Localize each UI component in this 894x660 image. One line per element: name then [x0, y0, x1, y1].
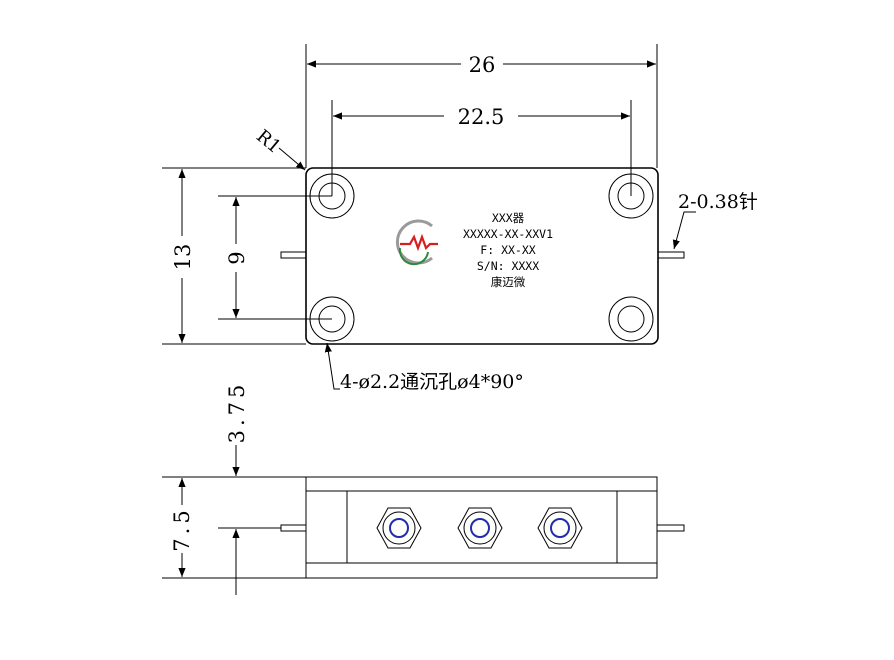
callout-corner-radius: R1: [252, 126, 306, 171]
connector-3: [537, 507, 583, 549]
dimension-value: 3.75: [225, 381, 249, 444]
logo-mark: [400, 233, 438, 252]
dimension-value: 26: [469, 53, 496, 77]
dimension-side-top: 3.75: [218, 381, 281, 595]
dimension-value: 9: [225, 251, 249, 264]
callout-text: 2-0.38针: [678, 191, 758, 213]
dimension-value: 13: [171, 244, 195, 271]
pin-right: [657, 251, 685, 259]
top-view: XXX器 XXXXX-XX-XXV1 F: XX-XX S/N: XXXX 康迈…: [162, 44, 758, 393]
label-line-3: F: XX-XX: [480, 243, 535, 257]
dimension-value: 7.5: [170, 506, 194, 551]
callout-text: R1: [252, 126, 285, 158]
dimension-hole-pitch-y: 9: [218, 195, 332, 320]
label-line-4: S/N: XXXX: [477, 259, 539, 273]
pin-left-side: [280, 524, 307, 532]
callout-text: 4-ø2.2通沉孔ø4*90°: [340, 371, 524, 393]
dimension-side-height: 7.5: [162, 476, 306, 579]
dimension-hole-pitch-x: 22.5: [331, 100, 632, 196]
label-line-5: 康迈微: [491, 275, 526, 289]
callout-holes: 4-ø2.2通沉孔ø4*90°: [324, 342, 524, 393]
connector-1: [376, 507, 422, 549]
mounting-hole-br: [608, 296, 654, 342]
callout-pin: 2-0.38针: [672, 191, 758, 250]
side-view: 7.5 3.75: [162, 381, 685, 595]
label-line-1: XXX器: [492, 211, 525, 225]
dimension-overall-height: 13: [162, 167, 306, 345]
pin-left: [280, 251, 307, 259]
brand-logo: [395, 219, 438, 266]
pin-right-side: [656, 524, 685, 532]
connector-2: [457, 507, 503, 549]
label-line-2: XXXXX-XX-XXV1: [463, 227, 553, 241]
logo-arc: [398, 247, 429, 266]
dimension-value: 22.5: [458, 105, 505, 129]
dimension-overall-width: 26: [305, 44, 658, 168]
